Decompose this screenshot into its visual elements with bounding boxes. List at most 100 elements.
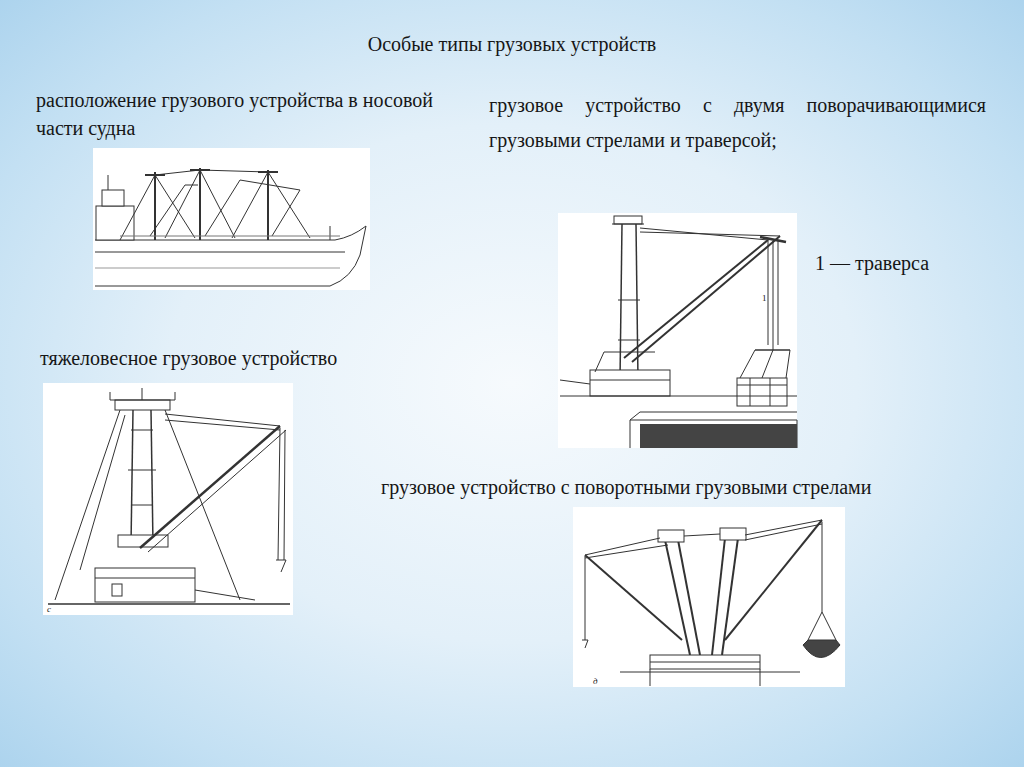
drawing-stroke (110, 392, 111, 400)
drawing-stroke (150, 185, 185, 236)
drawing-stroke (737, 385, 787, 386)
drawing-stroke (200, 170, 235, 238)
drawing-stroke (620, 224, 622, 380)
drawing-stroke (614, 216, 642, 224)
drawing-stroke (582, 640, 588, 648)
drawing-stroke (773, 241, 774, 350)
callout-legend: 1 — траверса (815, 249, 929, 277)
drawing-stroke (712, 538, 725, 655)
drawing-stroke (185, 185, 198, 186)
figure-letter: с (47, 603, 51, 616)
drawing-stroke (120, 175, 155, 240)
drawing-stroke (560, 396, 797, 397)
drawing-stroke (650, 655, 760, 669)
drawing-stroke (175, 392, 176, 400)
drawing-stroke (573, 507, 845, 687)
drawing-stroke (786, 350, 790, 378)
drawing-stroke (585, 545, 668, 558)
drawing-stroke (284, 430, 285, 560)
drawing-stroke (822, 522, 823, 612)
drawing-stroke (630, 412, 640, 420)
traverse-crane-drawing (558, 213, 797, 448)
drawing-stroke (745, 520, 822, 535)
drawing-stroke (268, 172, 310, 238)
drawing-stroke (128, 470, 156, 471)
drawing-stroke (95, 568, 195, 602)
drawing-stroke (632, 236, 780, 362)
drawing-stroke (200, 170, 268, 172)
drawing-stroke (737, 378, 787, 406)
drawing-stroke (658, 530, 684, 542)
drawing-stroke (650, 669, 651, 686)
drawing-stroke (240, 180, 300, 190)
drawing-stroke (618, 340, 640, 341)
drawing-stroke (48, 603, 290, 605)
drawing-stroke (620, 672, 800, 673)
drawing-stroke (155, 175, 195, 238)
drawing-stroke (665, 540, 690, 655)
drawing-stroke (750, 378, 751, 406)
caption: грузовое устройство с двумя поворачивающ… (489, 88, 986, 158)
drawing-stroke (195, 590, 255, 600)
drawing-stroke (778, 240, 779, 345)
drawing-stroke (108, 175, 109, 190)
drawing-stroke (720, 528, 746, 540)
drawing-stroke (80, 415, 125, 570)
drawing-stroke (725, 520, 822, 640)
drawing-stroke (560, 380, 590, 384)
drawing-stroke (131, 505, 153, 506)
drawing-stroke (276, 560, 286, 572)
drawing-stroke (595, 352, 604, 372)
drawing-stroke (590, 370, 670, 396)
drawing-stroke (96, 206, 134, 240)
figure-letter: д (593, 675, 598, 688)
drawing-stroke (115, 400, 170, 410)
drawing-stroke (199, 168, 201, 240)
drawing-stroke (95, 252, 345, 253)
drawing-stroke (650, 662, 760, 663)
drawing-stroke (148, 430, 286, 552)
drawing-stroke (112, 584, 122, 596)
drawing-stroke (278, 428, 280, 560)
drawing-stroke (165, 414, 280, 426)
slide-title: Особые типы грузовых устройств (212, 30, 812, 58)
ship-drawing (93, 148, 370, 290)
drawing-stroke (590, 380, 670, 381)
drawing-stroke (131, 430, 153, 431)
drawing-stroke (678, 540, 700, 655)
drawing-stroke (142, 388, 143, 400)
drawing-stroke (155, 170, 200, 175)
drawing-stroke (43, 383, 293, 615)
drawing-stroke (93, 148, 370, 290)
drawing-stroke (612, 224, 644, 225)
drawing-stroke (745, 524, 822, 540)
swinging-booms-drawing (573, 507, 845, 687)
drawing-stroke (740, 350, 755, 378)
drawing-stroke (330, 226, 331, 240)
drawing-stroke (95, 226, 366, 286)
caption: расположение грузового устройства в носо… (36, 86, 461, 142)
callout-number: 1 (762, 292, 767, 305)
drawing-stroke (822, 612, 836, 640)
drawing-stroke (808, 612, 822, 640)
drawing-stroke (120, 236, 340, 237)
caption: грузовое устройство с поворотными грузов… (381, 473, 871, 501)
drawing-stroke (95, 578, 195, 579)
drawing-stroke (585, 556, 586, 640)
heavy-lift-drawing (43, 383, 293, 615)
drawing-stroke (272, 190, 300, 236)
drawing-stroke (640, 424, 797, 448)
drawing-stroke (618, 300, 640, 301)
drawing-stroke (95, 268, 340, 269)
drawing-stroke (267, 170, 269, 240)
drawing-stroke (585, 555, 682, 640)
drawing-stroke (760, 669, 761, 686)
drawing-stroke (165, 170, 200, 238)
drawing-stroke (762, 350, 773, 378)
drawing-stroke (770, 378, 771, 406)
caption: тяжеловесное грузовое устройство (40, 344, 337, 372)
drawing-stroke (624, 240, 768, 358)
drawing-stroke (768, 240, 769, 345)
drawing-stroke (722, 538, 738, 655)
drawing-stroke (140, 426, 280, 548)
